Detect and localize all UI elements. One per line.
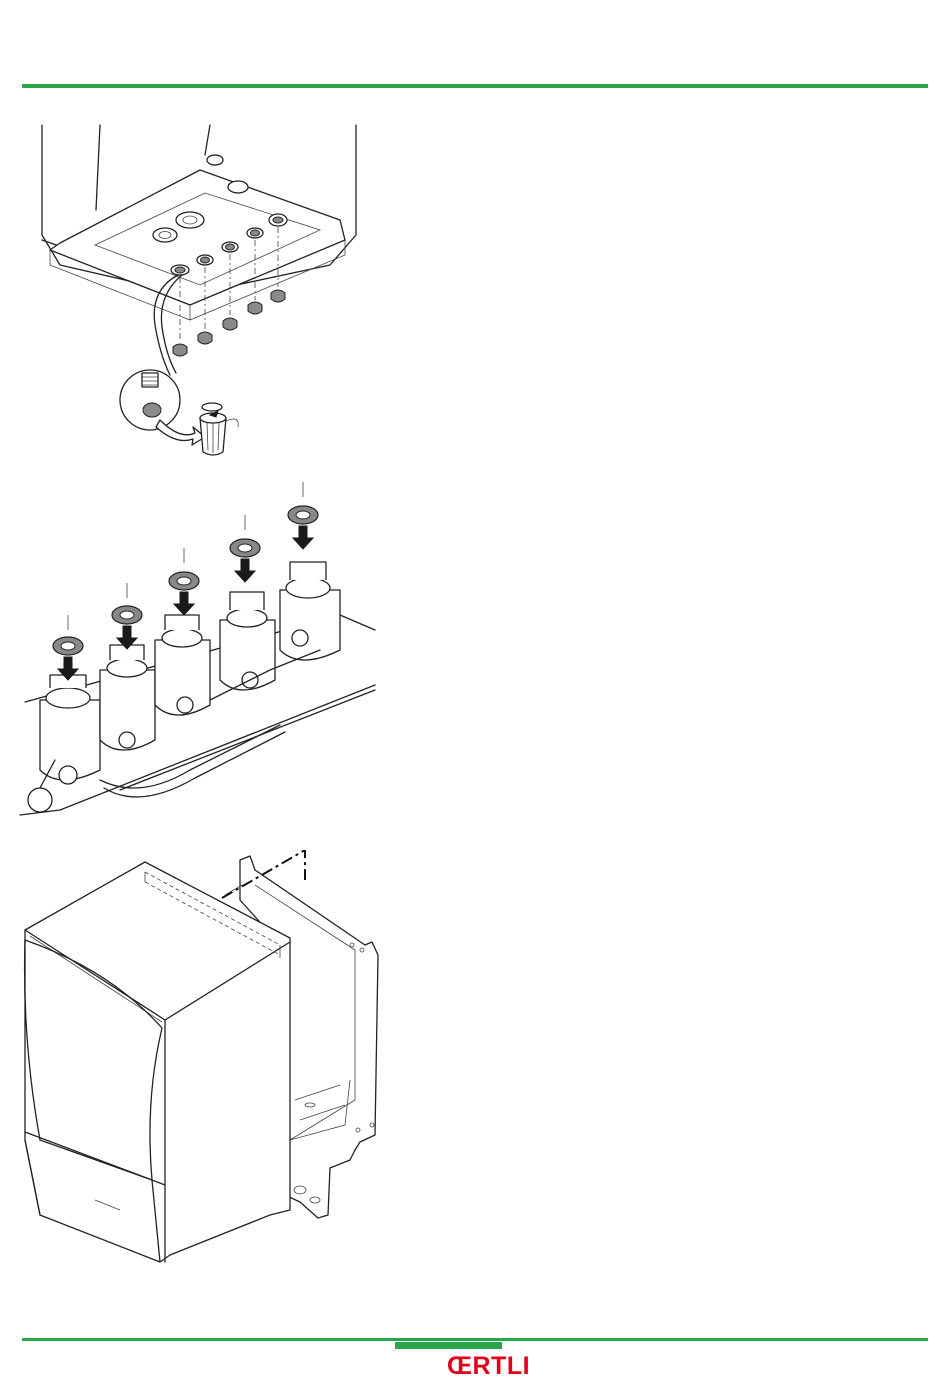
brand-logo: ŒRTLI bbox=[447, 1352, 530, 1380]
footer-rule bbox=[22, 1338, 928, 1341]
boiler-underside-connections-figure bbox=[0, 115, 380, 465]
footer-tab bbox=[395, 1342, 502, 1349]
header-rule bbox=[22, 84, 928, 88]
boiler-mounting-frame-figure bbox=[0, 850, 390, 1280]
valve-gaskets-figure bbox=[0, 470, 380, 830]
